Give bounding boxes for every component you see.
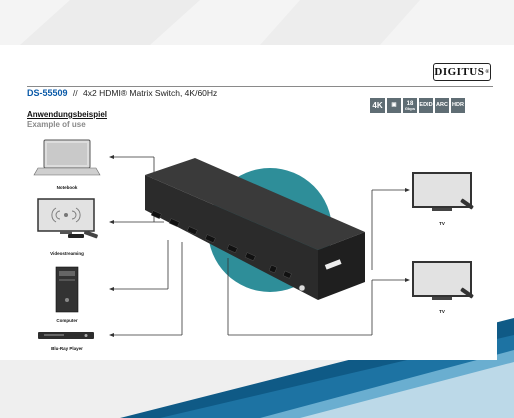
title-separator: // (72, 88, 78, 98)
matrix-switch-device (145, 158, 365, 300)
badge-arc-icon: ARC (435, 98, 449, 113)
label-tv-1: TV (439, 221, 445, 226)
product-title-bar: DS-55509 // 4x2 HDMI® Matrix Switch, 4K/… (27, 88, 217, 98)
product-code: DS-55509 (27, 88, 68, 98)
header-rule (27, 86, 493, 87)
label-notebook: Notebook (56, 185, 78, 190)
tv-icon (412, 261, 474, 300)
section-title-german: Anwendungsbeispiel (27, 110, 108, 119)
digitus-logo: DIGITUS® (433, 63, 491, 81)
label-bluray-player: Blu-Ray Player (51, 346, 83, 351)
streaming-tv-icon (37, 198, 98, 239)
hdmi-ports (150, 210, 292, 279)
output-connection-lines (227, 189, 405, 336)
tv-icon (412, 172, 474, 211)
label-videostreaming: Videostreaming (50, 251, 84, 256)
badge-18gbps-icon: 18 Gbps (403, 98, 417, 113)
computer-tower-icon (55, 266, 79, 313)
badge-4k-icon: 4K (370, 98, 385, 113)
badge-device-icon: ▣ (387, 98, 401, 113)
output-arrowheads (405, 188, 410, 282)
bluray-player-icon (38, 332, 94, 339)
label-computer: Computer (56, 318, 78, 323)
label-tv-2: TV (439, 309, 445, 314)
feature-badges: 4K ▣ 18 Gbps EDID ARC HDR (370, 98, 465, 113)
source-arrowheads (109, 155, 114, 337)
badge-hdr-icon: HDR (451, 98, 465, 113)
section-title-english: Example of use (27, 120, 86, 129)
notebook-icon (33, 139, 101, 176)
badge-edid-icon: EDID (419, 98, 433, 113)
product-title: 4x2 HDMI® Matrix Switch, 4K/60Hz (83, 88, 218, 98)
